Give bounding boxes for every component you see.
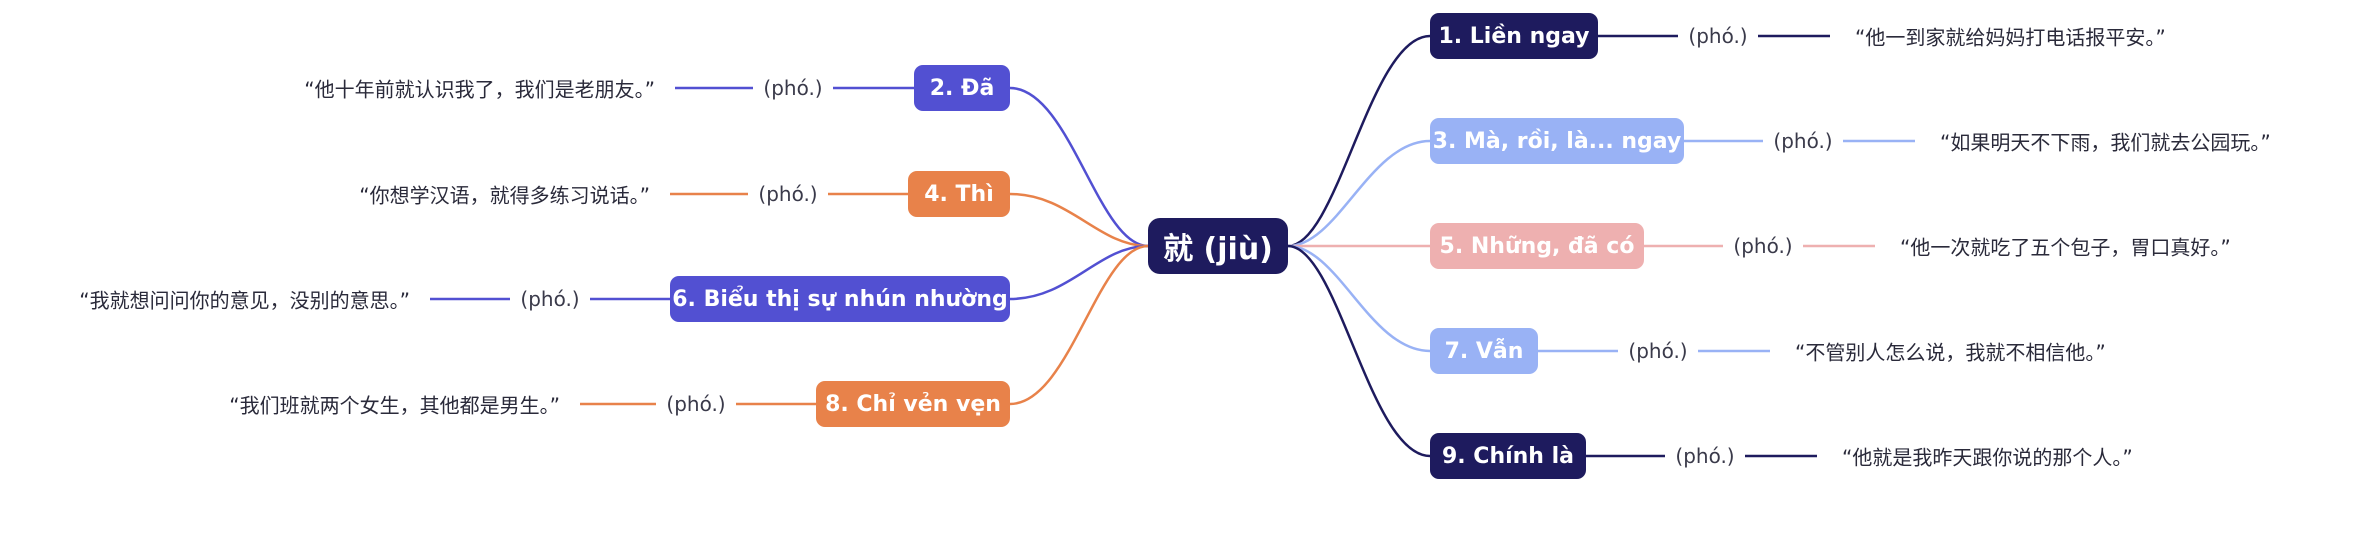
example-sentence: “他一到家就给妈妈打电话报平安。”: [1855, 25, 2166, 50]
part-of-speech-label: (phó.): [1688, 24, 1748, 48]
example-sentence: “他一次就吃了五个包子，胃口真好。”: [1900, 235, 2231, 260]
example-sentence: “他就是我昨天跟你说的那个人。”: [1842, 445, 2133, 470]
branch-connector: [1287, 244, 1431, 353]
branch-node[interactable]: 3. Mà, rồi, là... ngay: [1430, 118, 1684, 164]
part-of-speech-label: (phó.): [520, 287, 580, 311]
branch-node[interactable]: 6. Biểu thị sự nhún nhường: [670, 276, 1010, 322]
example-sentence: “他十年前就认识我了，我们是老朋友。”: [304, 77, 655, 102]
example-sentence: “你想学汉语，就得多练习说话。”: [359, 183, 650, 208]
branch-label: 9. Chính là: [1441, 443, 1575, 469]
branch-connector: [1009, 244, 1149, 406]
part-of-speech-label: (phó.): [1773, 129, 1833, 153]
part-of-speech-label: (phó.): [1628, 339, 1688, 363]
branch-node[interactable]: 9. Chính là: [1430, 433, 1586, 479]
branch-label: 2. Đã: [929, 75, 995, 101]
branch-node[interactable]: 1. Liền ngay: [1430, 13, 1598, 59]
branch-connector: [1287, 244, 1431, 458]
branch-label: 1. Liền ngay: [1438, 23, 1590, 49]
branch-connector: [1009, 192, 1149, 248]
branch-label: 5. Những, đã có: [1439, 233, 1635, 259]
branch-node[interactable]: 7. Vẫn: [1430, 328, 1538, 374]
branch-connector: [1287, 139, 1431, 248]
branch-connector: [1009, 244, 1149, 301]
branch-node[interactable]: 8. Chỉ vẻn vẹn: [816, 381, 1010, 427]
part-of-speech-label: (phó.): [666, 392, 726, 416]
branch-label: 7. Vẫn: [1444, 338, 1524, 364]
part-of-speech-label: (phó.): [758, 182, 818, 206]
part-of-speech-label: (phó.): [1675, 444, 1735, 468]
example-sentence: “不管别人怎么说，我就不相信他。”: [1795, 340, 2106, 365]
example-sentence: “我就想问问你的意见，没别的意思。”: [79, 288, 410, 313]
branch-label: 4. Thì: [924, 181, 994, 207]
example-sentence: “如果明天不下雨，我们就去公园玩。”: [1940, 130, 2271, 155]
part-of-speech-label: (phó.): [1733, 234, 1793, 258]
branch-node[interactable]: 4. Thì: [908, 171, 1010, 217]
central-topic-label: 就 (jiù): [1163, 232, 1273, 267]
branch-label: 6. Biểu thị sự nhún nhường: [672, 286, 1008, 312]
branch-node[interactable]: 2. Đã: [914, 65, 1010, 111]
central-topic-node[interactable]: 就 (jiù): [1148, 218, 1288, 274]
branch-label: 3. Mà, rồi, là... ngay: [1432, 128, 1682, 154]
branch-label: 8. Chỉ vẻn vẹn: [825, 391, 1001, 417]
example-sentence: “我们班就两个女生，其他都是男生。”: [229, 393, 560, 418]
branch-connector: [1009, 86, 1149, 248]
part-of-speech-label: (phó.): [763, 76, 823, 100]
branch-node[interactable]: 5. Những, đã có: [1430, 223, 1644, 269]
branch-connector: [1287, 34, 1431, 248]
